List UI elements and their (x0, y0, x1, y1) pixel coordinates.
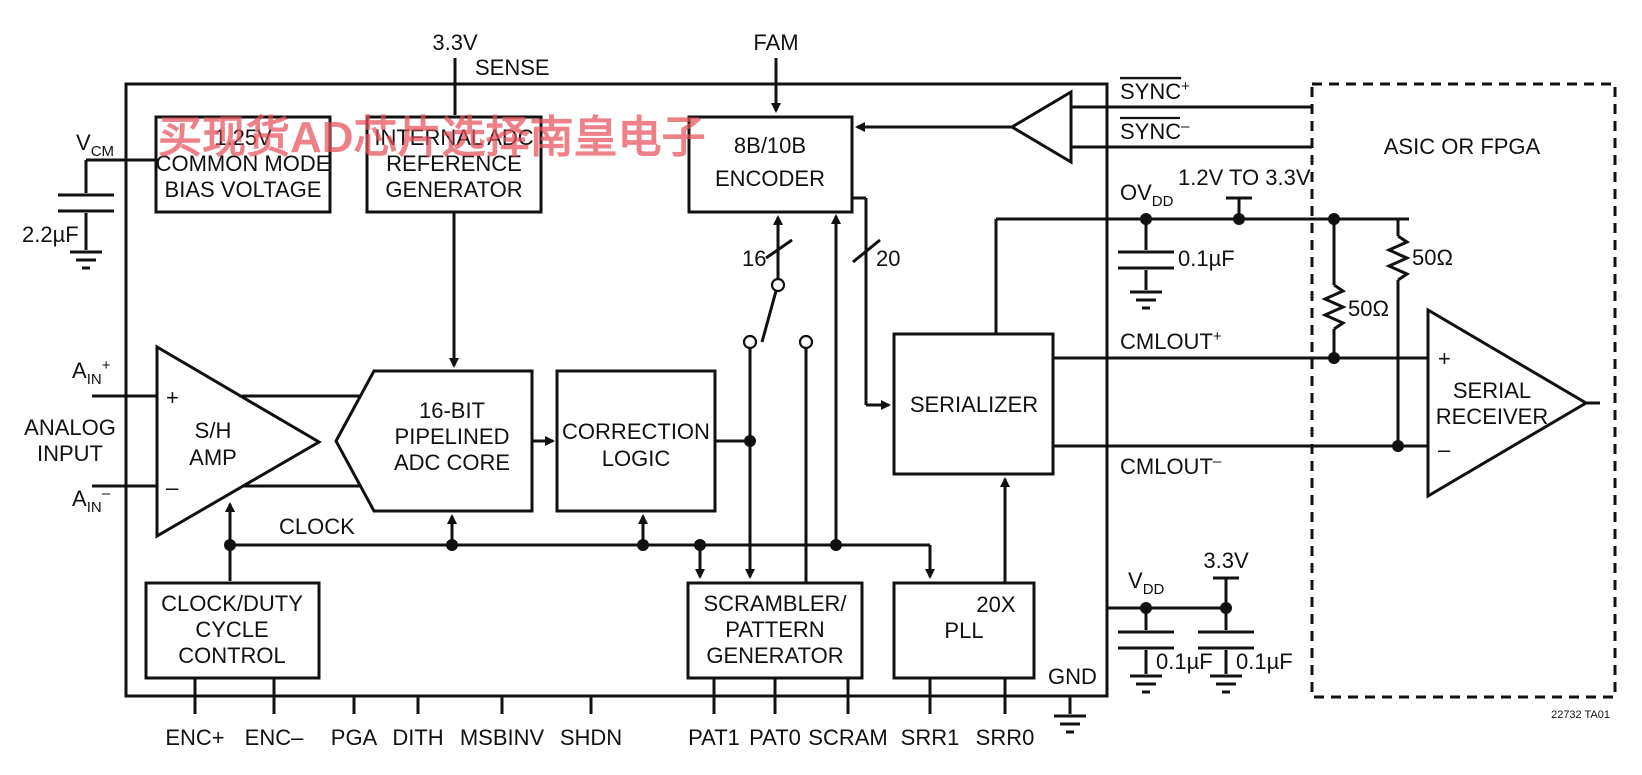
asic-fpga-label: ASIC OR FPGA (1384, 134, 1541, 159)
pll-block (892, 581, 1036, 680)
sense-label: SENSE (475, 55, 550, 80)
adc-core-line3: ADC CORE (394, 450, 510, 475)
adc-core-line1: 16-BIT (419, 398, 485, 423)
chip-outline (124, 82, 1109, 698)
vdd-capacitor-2-value: 0.1µF (1236, 649, 1293, 674)
sync-plus-label: SYNC+ (1120, 78, 1190, 104)
common-mode-line1: 1.25V (214, 125, 272, 150)
vdd-label: VDD (1128, 568, 1165, 598)
watermark-text: 买现货AD芯片选择南皇电子 (158, 113, 706, 162)
adc-core-block (334, 369, 534, 513)
scrambler-line2: PATTERN (725, 617, 824, 642)
adc-core-line2: PIPELINED (395, 424, 510, 449)
common-mode-line3: BIAS VOLTAGE (165, 177, 322, 202)
pin-label-enc: ENC+ (165, 725, 224, 750)
sh-amp-minus: – (166, 475, 179, 500)
pll-line1: 20X (976, 592, 1015, 617)
resistor-2-value: 50Ω (1412, 245, 1453, 270)
pin-label-pat1: PAT1 (688, 725, 740, 750)
pin-label-srr1: SRR1 (901, 725, 960, 750)
bus-16-label: 16 (742, 246, 766, 271)
figure-code: 22732 TA01 (1551, 709, 1610, 721)
fam-label: FAM (753, 30, 798, 55)
pin-label-msbinv: MSBINV (460, 725, 545, 750)
vcm-capacitor-value: 2.2µF (22, 222, 79, 247)
scrambler-line1: SCRAMBLER/ (703, 591, 847, 616)
cmlout-minus-label: CMLOUT– (1120, 453, 1222, 479)
scrambler-line3: GENERATOR (706, 643, 843, 668)
clock-duty-line1: CLOCK/DUTY (161, 591, 303, 616)
vcm-label: VCM (76, 130, 114, 160)
analog-input-line2: INPUT (37, 441, 103, 466)
reference-line3: GENERATOR (385, 177, 522, 202)
supply-3v3-top-label: 3.3V (432, 30, 478, 55)
pin-label-scram: SCRAM (808, 725, 887, 750)
pin-label-pga: PGA (331, 725, 378, 750)
encoder-line2: ENCODER (715, 166, 825, 191)
vdd-capacitor-1-value: 0.1µF (1156, 649, 1213, 674)
clock-label: CLOCK (279, 514, 355, 539)
vdd-supply-label: 3.3V (1203, 548, 1249, 573)
analog-input-line1: ANALOG (24, 415, 116, 440)
ovdd-capacitor-value: 0.1µF (1178, 246, 1235, 271)
ain-plus-label: AIN+ (72, 357, 111, 388)
pin-label-srr0: SRR0 (976, 725, 1035, 750)
receiver-line1: SERIAL (1453, 378, 1531, 403)
sh-amp-plus: + (166, 385, 179, 410)
correction-line2: LOGIC (602, 446, 671, 471)
gnd-label: GND (1048, 664, 1097, 689)
sh-amp-line2: AMP (189, 445, 237, 470)
bottom-pins: ENC+ ENC– PGA DITH MSBINV SHDN PAT1 PAT0 SCRAM SR… (165, 678, 1034, 750)
encoder-block (687, 115, 854, 214)
correction-line1: CORRECTION (562, 419, 710, 444)
sync-buffer-triangle (1009, 89, 1073, 165)
common-mode-line2: COMMON MODE (156, 151, 331, 176)
cmlout-plus-label: CMLOUT+ (1120, 328, 1222, 354)
ovdd-range-label: 1.2V TO 3.3V (1178, 165, 1311, 190)
pin-label-shdn: SHDN (560, 725, 622, 750)
receiver-line2: RECEIVER (1436, 404, 1548, 429)
sync-minus-label: SYNC– (1120, 118, 1190, 144)
sh-amp-triangle (155, 344, 322, 539)
reference-line1: INTERNAL ADC (374, 125, 533, 150)
resistor-1-value: 50Ω (1348, 296, 1389, 321)
clock-duty-cycle-block (144, 581, 321, 680)
receiver-plus: + (1438, 346, 1451, 371)
pin-label-pat0: PAT0 (749, 725, 801, 750)
serializer-block (892, 332, 1055, 476)
clock-duty-line3: CONTROL (178, 643, 286, 668)
pin-label-enc: ENC– (245, 725, 304, 750)
serializer-label: SERIALIZER (910, 392, 1038, 417)
bus-20-label: 20 (876, 246, 900, 271)
pin-label-dith: DITH (392, 725, 443, 750)
sh-amp-line1: S/H (195, 418, 232, 443)
clock-duty-line2: CYCLE (195, 617, 268, 642)
pll-line2: PLL (944, 618, 983, 643)
ain-minus-label: AIN– (72, 485, 111, 516)
ovdd-label: OVDD (1120, 180, 1174, 210)
serial-receiver-triangle (1426, 307, 1589, 499)
common-mode-bias-block (154, 115, 332, 214)
reference-generator-block (365, 115, 543, 214)
scrambler-block (686, 581, 864, 680)
correction-logic-block (555, 369, 717, 513)
receiver-minus: – (1438, 437, 1451, 462)
reference-line2: REFERENCE (386, 151, 522, 176)
encoder-line1: 8B/10B (734, 133, 806, 158)
